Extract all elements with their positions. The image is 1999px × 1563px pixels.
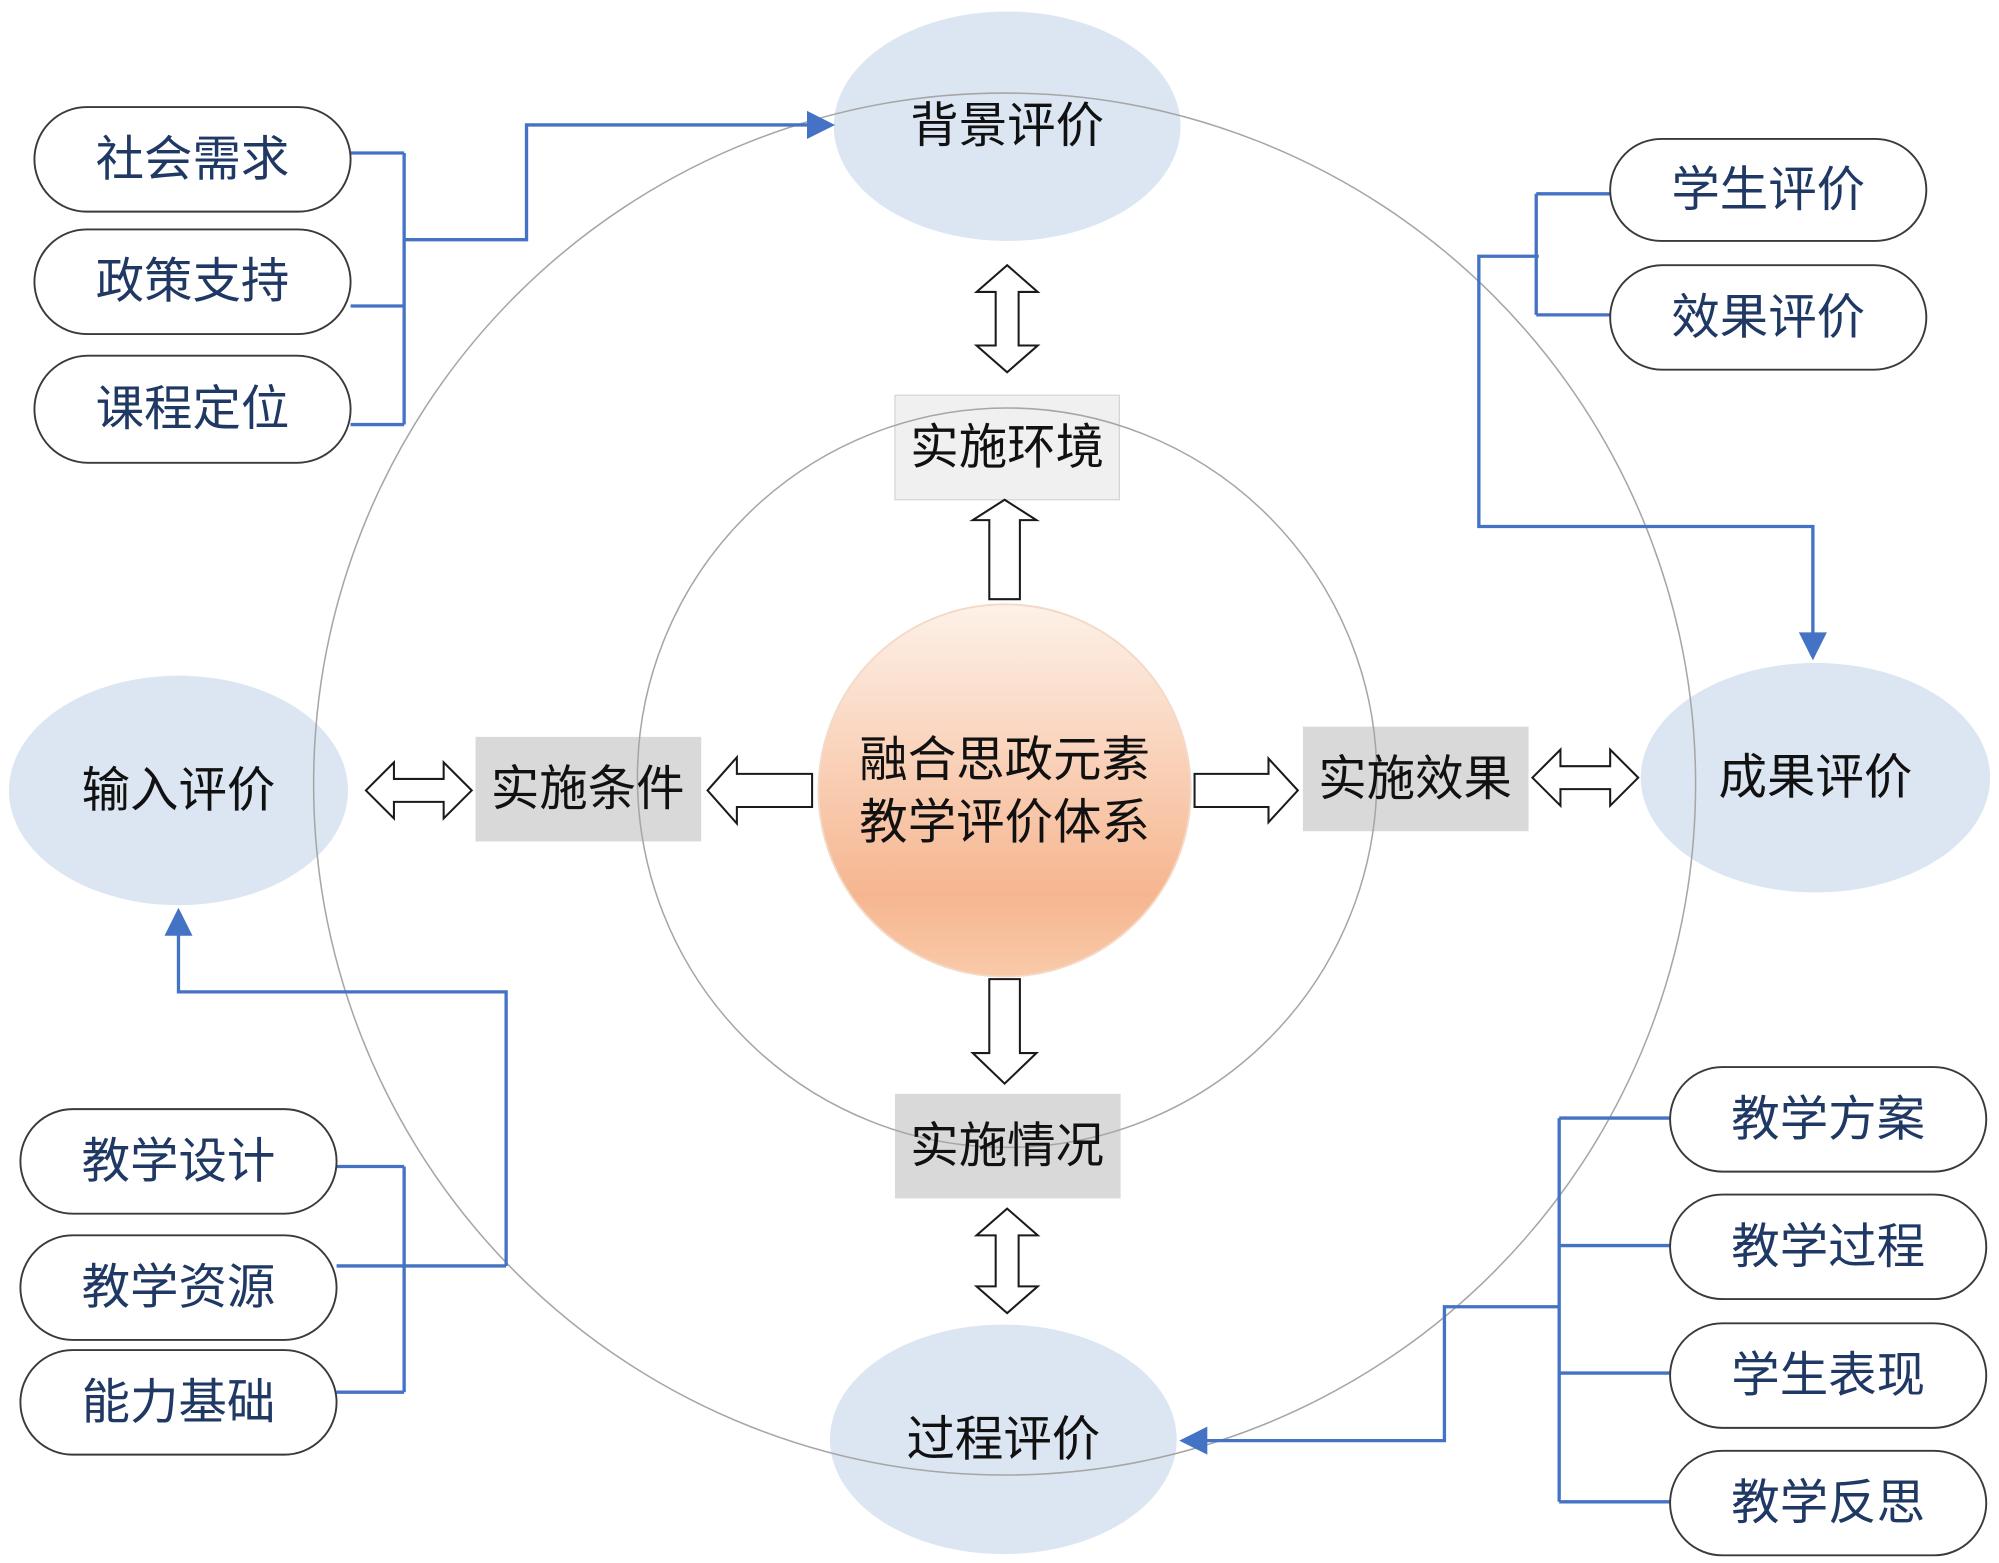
- outer-ring: [312, 92, 1697, 1476]
- implementation-boxes: [475, 726, 1529, 1199]
- double-arrow-bottom-icon: [973, 1207, 1041, 1315]
- arrowhead-to-process-icon: [1179, 1426, 1208, 1455]
- arrow-up-icon: [969, 498, 1040, 601]
- environment-label: 实施环境: [910, 419, 1104, 475]
- pill-label: 课程定位: [96, 381, 290, 437]
- conditions-label: 实施条件: [491, 761, 685, 817]
- outcome-factor-pills: 学生评价 效果评价: [1609, 138, 1928, 371]
- arrowhead-to-outcome-icon: [1798, 632, 1827, 661]
- pill-policy-support: [33, 228, 352, 335]
- pill-label: 学生评价: [1671, 162, 1865, 218]
- center-title-line2: 教学评价体系: [859, 794, 1150, 850]
- pill-label: 能力基础: [82, 1374, 276, 1430]
- rings: [312, 92, 1697, 1476]
- background-factor-pills: 社会需求 政策支持 课程定位: [33, 106, 352, 464]
- evaluation-ellipses: [8, 11, 1991, 1555]
- pill-label: 教学反思: [1731, 1475, 1925, 1531]
- pill-social-demand: [33, 106, 352, 213]
- connector-process-factors: [1204, 1116, 1671, 1504]
- pill-label: 教学资源: [82, 1260, 276, 1316]
- outcome-factor-labels: 学生评价 效果评价: [1671, 162, 1865, 345]
- pill-teaching-plan: [1669, 1066, 1988, 1173]
- arrowhead-to-background-icon: [806, 110, 836, 139]
- pill-student-performance: [1669, 1322, 1988, 1429]
- situation-label: 实施情况: [910, 1118, 1104, 1174]
- pill-effect-evaluation: [1609, 264, 1928, 371]
- double-arrow-right-icon: [1530, 747, 1640, 809]
- arrow-right-icon: [1193, 755, 1300, 825]
- box-situation: [894, 1093, 1121, 1199]
- double-arrow-top-icon: [973, 263, 1041, 374]
- pill-student-evaluation: [1609, 138, 1928, 242]
- pill-course-positioning: [33, 354, 352, 464]
- pill-label: 效果评价: [1671, 289, 1865, 345]
- pill-label: 教学设计: [82, 1133, 276, 1189]
- pill-label: 教学方案: [1731, 1091, 1925, 1147]
- process-factor-labels: 教学方案 教学过程 学生表现 教学反思: [1731, 1091, 1925, 1531]
- pill-label: 政策支持: [96, 254, 290, 310]
- pill-ability-foundation: [19, 1349, 338, 1456]
- box-environment: [894, 394, 1120, 501]
- double-arrow-left-icon: [364, 759, 474, 821]
- ellipse-outcome-evaluation: [1640, 662, 1991, 893]
- pill-teaching-reflection: [1669, 1449, 1988, 1557]
- connector-input-factors: [176, 933, 508, 1394]
- outcome-evaluation-label: 成果评价: [1719, 750, 1913, 806]
- connector-arrowheads: [164, 110, 1827, 1455]
- connector-background-factors: [350, 123, 811, 427]
- input-evaluation-label: 输入评价: [82, 762, 276, 818]
- pill-label: 教学过程: [1731, 1219, 1925, 1275]
- box-conditions: [475, 736, 702, 842]
- background-evaluation-label: 背景评价: [910, 98, 1104, 154]
- pill-label: 社会需求: [96, 131, 290, 187]
- ellipse-process-evaluation: [829, 1324, 1177, 1555]
- connector-outcome-factors: [1477, 192, 1815, 635]
- pill-teaching-process: [1669, 1193, 1988, 1301]
- pill-teaching-resources: [19, 1234, 338, 1341]
- process-factor-pills: 教学方案 教学过程 学生表现 教学反思: [1669, 1066, 1988, 1557]
- process-evaluation-label: 过程评价: [906, 1411, 1100, 1467]
- pill-teaching-design: [19, 1108, 338, 1215]
- effects-label: 实施效果: [1318, 751, 1512, 807]
- arrow-left-icon: [706, 754, 814, 827]
- arrowhead-to-input-icon: [164, 907, 193, 936]
- pill-label: 学生表现: [1731, 1348, 1925, 1404]
- background-factor-labels: 社会需求 政策支持 课程定位: [96, 131, 290, 437]
- input-factor-pills: 教学设计 教学资源 能力基础: [19, 1108, 338, 1456]
- box-effects: [1302, 726, 1529, 832]
- arrow-down-icon: [970, 978, 1040, 1086]
- ellipse-input-evaluation: [8, 675, 349, 906]
- center-circle: [817, 603, 1192, 978]
- ellipse-background-evaluation: [833, 11, 1181, 241]
- inner-ring: [636, 407, 1378, 1149]
- input-factor-labels: 教学设计 教学资源 能力基础: [82, 1133, 276, 1430]
- center-title-line1: 融合思政元素: [859, 732, 1150, 788]
